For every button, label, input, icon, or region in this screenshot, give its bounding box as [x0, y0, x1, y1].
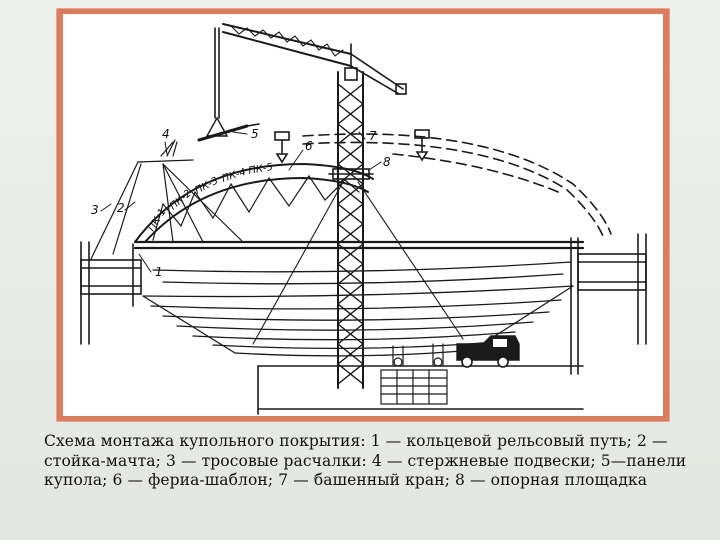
guy-cables	[90, 139, 244, 260]
truck	[456, 335, 520, 368]
technical-drawing	[80, 23, 647, 415]
stacked-panels	[380, 369, 448, 405]
callout-2: 2	[117, 201, 125, 215]
caption-line-1: Схема монтажа купольного покрытия: 1 — к…	[44, 432, 668, 450]
panel-tag-3: ПК-3	[193, 175, 220, 196]
ferma-template	[134, 162, 374, 243]
callout-5: 5	[251, 127, 259, 141]
panel-tag-4: ПК-4	[221, 167, 248, 185]
callout-1: 1	[155, 265, 163, 279]
dome-outline-dashed	[302, 133, 612, 237]
tower-crane	[197, 23, 464, 389]
panel-tag-2: ПК-2	[168, 188, 194, 212]
callout-7: 7	[369, 129, 377, 143]
callout-labels: 1 2 3 4 5 6 7 8 ПК-1 ПК-2 ПК-3 ПК-4 ПК-5	[91, 127, 391, 279]
caption-line-2: стойка-мачта; 3 — тросовые расчалки: 4 —…	[44, 451, 687, 470]
left-support-structure	[80, 241, 142, 345]
callout-8: 8	[383, 155, 391, 169]
panel-tag-1: ПК-1	[146, 207, 168, 234]
temporary-supports	[392, 343, 444, 367]
callout-4: 4	[162, 127, 170, 141]
callout-leaders	[100, 131, 382, 273]
callout-3: 3	[91, 203, 99, 217]
figure-caption: Схема монтажа купольного покрытия: 1 — к…	[44, 432, 687, 491]
foundation	[257, 365, 584, 415]
right-support-structure	[570, 233, 647, 375]
callout-6: 6	[305, 139, 313, 153]
dome-assembly-drawing: 1 2 3 4 5 6 7 8 ПК-1 ПК-2 ПК-3 ПК-4 ПК-5	[63, 14, 663, 416]
panel-tag-5: ПК-5	[248, 162, 274, 177]
caption-line-3: купола; 6 — фериа-шаблон; 7 — башенный к…	[44, 471, 648, 489]
support-platform	[328, 168, 374, 180]
